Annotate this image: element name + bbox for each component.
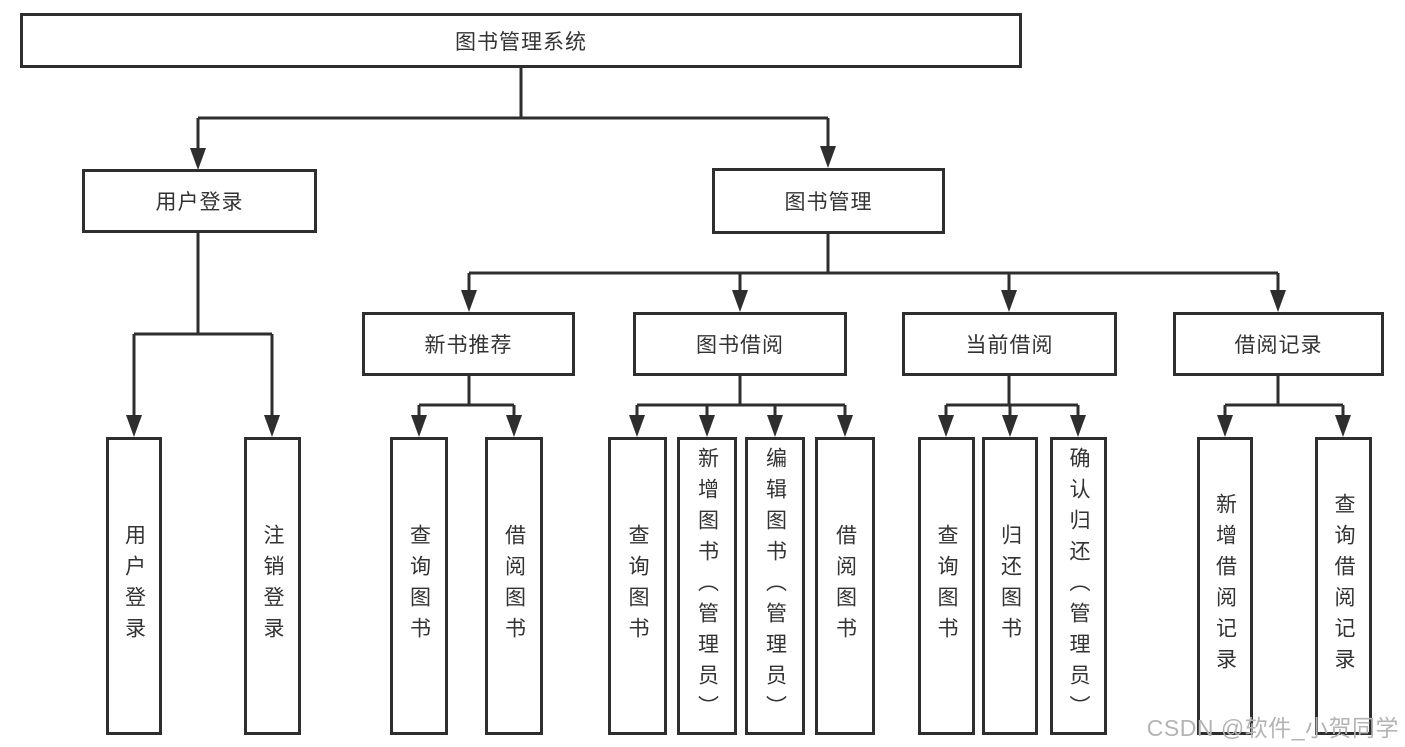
leaf-add-borrow-record-label: 新增借阅记录 bbox=[1213, 493, 1237, 679]
leaf-edit-book-admin: 编辑图书（管理员） bbox=[745, 437, 805, 735]
leaf-query-book-current-label: 查询图书 bbox=[935, 524, 958, 648]
leaf-logout: 注销登录 bbox=[244, 437, 301, 735]
leaf-return-book-label: 归还图书 bbox=[998, 524, 1022, 648]
node-user-login-group: 用户登录 bbox=[82, 169, 317, 233]
leaf-add-book-admin: 新增图书（管理员） bbox=[677, 437, 737, 735]
leaf-add-book-admin-label: 新增图书（管理员） bbox=[695, 446, 719, 726]
leaf-logout-label: 注销登录 bbox=[261, 524, 284, 648]
leaf-add-borrow-record: 新增借阅记录 bbox=[1197, 437, 1253, 735]
node-book-borrowing: 图书借阅 bbox=[633, 312, 847, 376]
leaf-borrow-book-recommend: 借阅图书 bbox=[485, 437, 543, 735]
leaf-borrow-book-borrowing: 借阅图书 bbox=[815, 437, 875, 735]
leaf-query-book-current: 查询图书 bbox=[918, 437, 975, 735]
leaf-query-book-borrowing: 查询图书 bbox=[608, 437, 667, 735]
leaf-user-login: 用户登录 bbox=[106, 437, 162, 735]
leaf-query-book-borrowing-label: 查询图书 bbox=[626, 524, 649, 648]
node-new-book-recommend: 新书推荐 bbox=[362, 312, 575, 376]
leaf-query-book-recommend-label: 查询图书 bbox=[407, 524, 431, 648]
leaf-confirm-return-admin: 确认归还（管理员） bbox=[1050, 437, 1107, 735]
leaf-borrow-book-recommend-label: 借阅图书 bbox=[502, 524, 526, 648]
node-borrowing-records: 借阅记录 bbox=[1173, 312, 1384, 376]
node-root: 图书管理系统 bbox=[20, 13, 1022, 68]
leaf-query-borrow-record: 查询借阅记录 bbox=[1315, 437, 1372, 735]
leaf-confirm-return-admin-label: 确认归还（管理员） bbox=[1067, 446, 1090, 726]
watermark: CSDN @软件_小贺同学 bbox=[1146, 715, 1399, 741]
node-book-management: 图书管理 bbox=[712, 168, 945, 234]
leaf-edit-book-admin-label: 编辑图书（管理员） bbox=[763, 446, 787, 726]
leaf-query-borrow-record-label: 查询借阅记录 bbox=[1332, 493, 1355, 679]
leaf-user-login-label: 用户登录 bbox=[122, 524, 146, 648]
leaf-borrow-book-borrowing-label: 借阅图书 bbox=[833, 524, 857, 648]
leaf-return-book: 归还图书 bbox=[982, 437, 1038, 735]
leaf-query-book-recommend: 查询图书 bbox=[390, 437, 448, 735]
node-current-borrowing: 当前借阅 bbox=[902, 312, 1117, 376]
